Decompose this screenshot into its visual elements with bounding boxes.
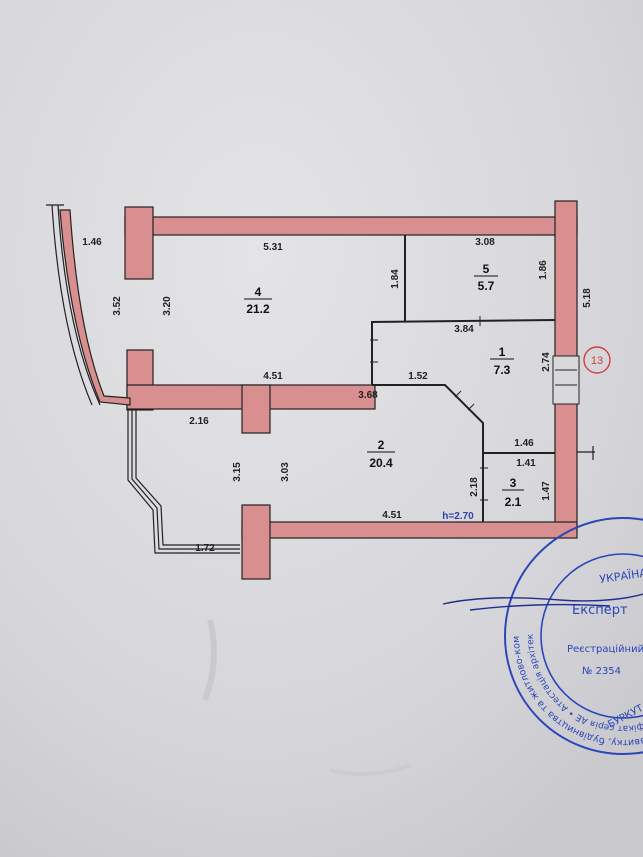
stamp-outer-ring (504, 517, 643, 755)
curved-wall-outer (51, 204, 93, 406)
unit-marker: 13 (583, 346, 611, 374)
room-4-number: 4 (255, 285, 262, 299)
wall-bottom (241, 521, 578, 539)
room-5-area: 5.7 (478, 279, 495, 293)
room-1-number: 1 (499, 345, 506, 359)
dim-1.72: 1.72 (195, 543, 215, 554)
room-1-area: 7.3 (494, 363, 511, 377)
dim-3.84: 3.84 (454, 324, 474, 335)
curved-wall-fill (59, 209, 131, 406)
stamp-reg-number: № 2354 (582, 666, 621, 677)
dim-3.20: 3.20 (162, 296, 173, 316)
wall-stub (241, 384, 271, 434)
dim-1.46-top: 1.46 (82, 237, 102, 248)
curved-wall-inner (57, 204, 101, 406)
unit-marker-circle (583, 346, 611, 374)
window-right-gap (552, 355, 580, 405)
dim-4.51-top: 4.51 (263, 371, 283, 382)
dim-5.18: 5.18 (582, 288, 593, 308)
balcony-rail-outer (127, 410, 240, 554)
dim-1.86: 1.86 (538, 260, 549, 280)
unit-marker-number: 13 (591, 355, 603, 367)
room-4-area: 21.2 (246, 302, 270, 316)
dim-1.47: 1.47 (541, 481, 552, 501)
dim-1.46-mid: 1.46 (514, 438, 534, 449)
dim-3.15: 3.15 (232, 462, 243, 482)
dim-3.08: 3.08 (475, 237, 495, 248)
signature (442, 593, 643, 611)
paper-crease-2 (329, 763, 411, 776)
stamp-role: Експерт (572, 603, 628, 618)
dimensions: 1.46 5.31 3.08 3.52 3.20 1.84 1.86 5.18 … (82, 237, 593, 554)
dim-1.41: 1.41 (516, 458, 536, 469)
room-5-number: 5 (483, 262, 490, 276)
stamp-country: УКРАЇНА (599, 566, 643, 586)
dim-4.51-bottom: 4.51 (382, 510, 402, 521)
paper-crease (202, 619, 217, 702)
dim-3.03: 3.03 (280, 462, 291, 482)
room-2-number: 2 (378, 438, 385, 452)
wall-pillar-top-left (124, 206, 154, 280)
right-tick (577, 446, 595, 460)
stamp-reg-label: Реєстраційний (567, 643, 643, 655)
dim-1.84: 1.84 (390, 269, 401, 289)
dim-2.18: 2.18 (469, 477, 480, 497)
room-3-number: 3 (510, 476, 517, 490)
room-2-area: 20.4 (369, 456, 393, 470)
stamp-middle-ring (540, 553, 643, 719)
balcony-rail-inner (135, 410, 240, 546)
room-labels: 4 21.2 5 5.7 1 7.3 2 20.4 3 2.1 (244, 262, 524, 509)
dim-1.52: 1.52 (408, 371, 428, 382)
window-right (552, 355, 580, 405)
partition-room5-bottom (371, 319, 556, 385)
door-ticks (370, 316, 488, 501)
balcony-lower (127, 410, 240, 554)
wall-pillar-bottom (241, 504, 271, 580)
dim-3.52: 3.52 (112, 296, 123, 316)
dim-2.74: 2.74 (541, 352, 552, 372)
dim-2.16: 2.16 (189, 416, 209, 427)
wall-top (124, 216, 578, 236)
ceiling-height: h=2.70 (442, 511, 474, 522)
dim-3.68: 3.68 (358, 390, 378, 401)
room-3-area: 2.1 (505, 495, 522, 509)
partitions (371, 235, 556, 522)
balcony-rail-mid (131, 410, 240, 550)
curved-wall (46, 204, 131, 406)
dim-5.31: 5.31 (263, 242, 283, 253)
